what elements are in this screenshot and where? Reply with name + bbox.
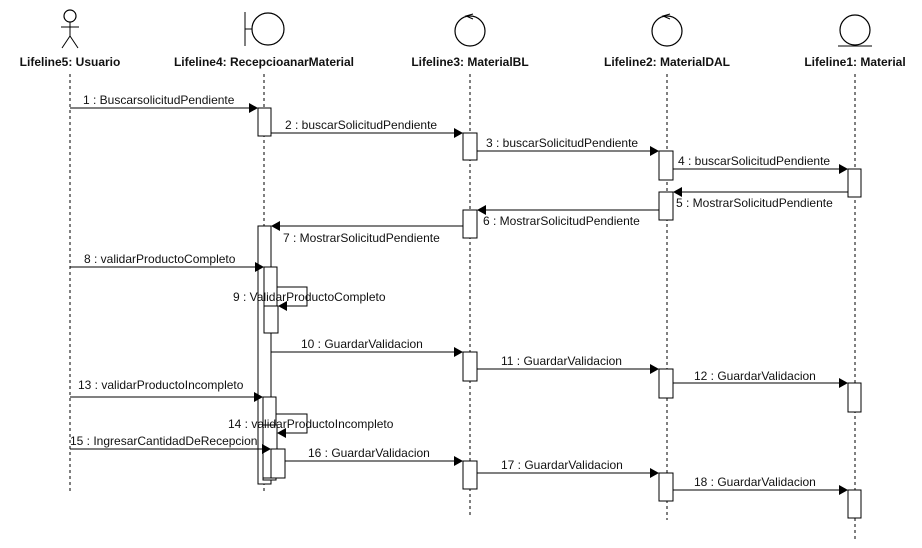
message-label: 17 : GuardarValidacion <box>501 458 623 472</box>
activation-bar <box>462 351 478 382</box>
lifeline-name-dal: Lifeline2: MaterialDAL <box>604 55 730 69</box>
activation-bar <box>847 382 862 413</box>
lifeline-name-bl: Lifeline3: MaterialBL <box>411 55 528 69</box>
activation-bar <box>462 209 478 239</box>
message-arrow <box>271 347 463 357</box>
message-label: 14 : validarProductoIncompleto <box>228 417 394 431</box>
control-icon <box>454 13 486 47</box>
message-arrow <box>70 392 263 402</box>
message-label: 11 : GuardarValidacion <box>501 354 622 368</box>
message-label: 6 : MostrarSolicitudPendiente <box>483 214 640 228</box>
message-label: 1 : BuscarsolicitudPendiente <box>83 93 235 107</box>
self-message-arrow <box>277 286 308 311</box>
message-label: 4 : buscarSolicitudPendiente <box>678 154 830 168</box>
activation-bar <box>658 150 674 181</box>
message-arrow <box>673 378 848 388</box>
message-label: 9 : ValidarProductoCompleto <box>233 290 386 304</box>
message-arrow <box>673 485 848 495</box>
activation-bar <box>270 448 286 479</box>
message-label: 15 : IngresarCantidadDeRecepcion <box>70 434 257 448</box>
activation-bar <box>263 305 279 334</box>
message-label: 7 : MostrarSolicitudPendiente <box>283 231 440 245</box>
activation-bar <box>847 489 862 519</box>
message-label: 12 : GuardarValidacion <box>694 369 816 383</box>
activation-bar <box>658 191 674 221</box>
message-arrow <box>70 444 271 454</box>
message-arrow <box>271 128 463 138</box>
message-label: 18 : GuardarValidacion <box>694 475 816 489</box>
activation-bar <box>658 472 674 502</box>
activation-bar <box>462 132 478 161</box>
activation-bar <box>462 460 478 490</box>
message-arrow <box>271 221 463 231</box>
actor-icon <box>61 9 79 49</box>
message-arrow <box>673 187 848 197</box>
message-arrow <box>477 364 659 374</box>
lifeline-name-material: Lifeline1: Material <box>804 55 905 69</box>
control-icon <box>651 13 683 47</box>
message-label: 8 : validarProductoCompleto <box>84 252 236 266</box>
entity-icon <box>838 14 872 47</box>
self-message-arrow <box>276 413 308 438</box>
message-label: 3 : buscarSolicitudPendiente <box>486 136 638 150</box>
message-arrow <box>477 468 659 478</box>
message-arrow <box>673 164 848 174</box>
message-label: 5 : MostrarSolicitudPendiente <box>676 196 833 210</box>
message-arrow <box>70 103 258 113</box>
activation-bar <box>847 168 862 198</box>
message-label: 13 : validarProductoIncompleto <box>78 378 244 392</box>
message-label: 10 : GuardarValidacion <box>301 337 423 351</box>
boundary-icon <box>244 12 285 46</box>
message-label: 16 : GuardarValidacion <box>308 446 430 460</box>
lifeline-name-usuario: Lifeline5: Usuario <box>20 55 121 69</box>
activation-bar <box>257 107 272 137</box>
lifeline-name-recepcion: Lifeline4: RecepcioanarMaterial <box>174 55 354 69</box>
activation-bar <box>658 368 674 399</box>
message-arrow <box>70 262 264 272</box>
message-arrow <box>477 146 659 156</box>
message-arrow <box>285 456 463 466</box>
message-label: 2 : buscarSolicitudPendiente <box>285 118 437 132</box>
message-arrow <box>477 205 659 215</box>
